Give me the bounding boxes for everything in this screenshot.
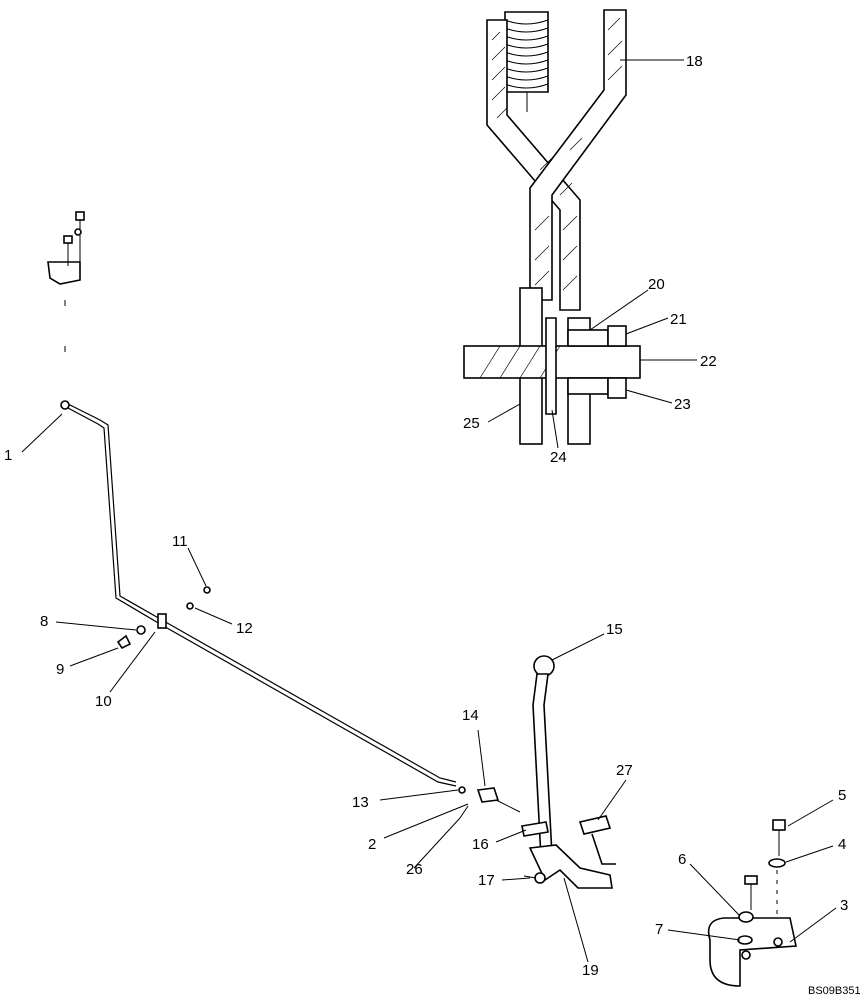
callout-27: 27 — [616, 762, 633, 779]
reference-code: BS09B351 — [808, 985, 861, 997]
callout-10: 10 — [95, 693, 112, 710]
pedal-27 — [578, 815, 612, 835]
callout-26: 26 — [406, 861, 423, 878]
callout-17: 17 — [478, 872, 495, 889]
callout-20: 20 — [648, 276, 665, 293]
callout-7: 7 — [655, 921, 663, 938]
callout-1: 1 — [4, 447, 12, 464]
knob-15 — [533, 655, 555, 677]
callout-12: 12 — [236, 620, 253, 637]
callout-8: 8 — [40, 613, 48, 630]
callout-23: 23 — [674, 396, 691, 413]
lower-bracket — [707, 819, 797, 987]
bushing-upper — [567, 329, 609, 347]
right-lever-bar — [529, 9, 627, 301]
callout-24: 24 — [550, 449, 567, 466]
callout-19: 19 — [582, 962, 599, 979]
callout-6: 6 — [678, 851, 686, 868]
control-rod — [60, 400, 457, 787]
callout-16: 16 — [472, 836, 489, 853]
callout-18: 18 — [686, 53, 703, 70]
spring — [504, 11, 549, 112]
callout-13: 13 — [352, 794, 369, 811]
left-lever-bar — [486, 19, 581, 311]
leader-lines — [21, 59, 837, 963]
callout-22: 22 — [700, 353, 717, 370]
callout-9: 9 — [56, 661, 64, 678]
callout-11: 11 — [172, 533, 188, 550]
callout-2: 2 — [368, 836, 376, 853]
lever-assembly-detail — [463, 9, 641, 445]
callout-4: 4 — [838, 836, 846, 853]
callout-3: 3 — [840, 897, 848, 914]
upper-bracket — [47, 211, 85, 380]
clevis-14 — [476, 787, 500, 803]
washer-24 — [545, 317, 557, 415]
callout-21: 21 — [670, 311, 687, 328]
callout-labels: 1 2 3 4 5 6 7 8 9 10 11 12 13 14 15 16 1… — [4, 53, 861, 997]
callout-15: 15 — [606, 621, 623, 638]
nut-23 — [607, 377, 627, 399]
bushing-lower — [567, 377, 609, 395]
callout-14: 14 — [462, 707, 479, 724]
hand-lever-assembly — [458, 655, 616, 889]
callout-5: 5 — [838, 787, 846, 804]
nut-21 — [607, 325, 627, 347]
callout-25: 25 — [463, 415, 480, 432]
spring-16 — [521, 821, 549, 837]
